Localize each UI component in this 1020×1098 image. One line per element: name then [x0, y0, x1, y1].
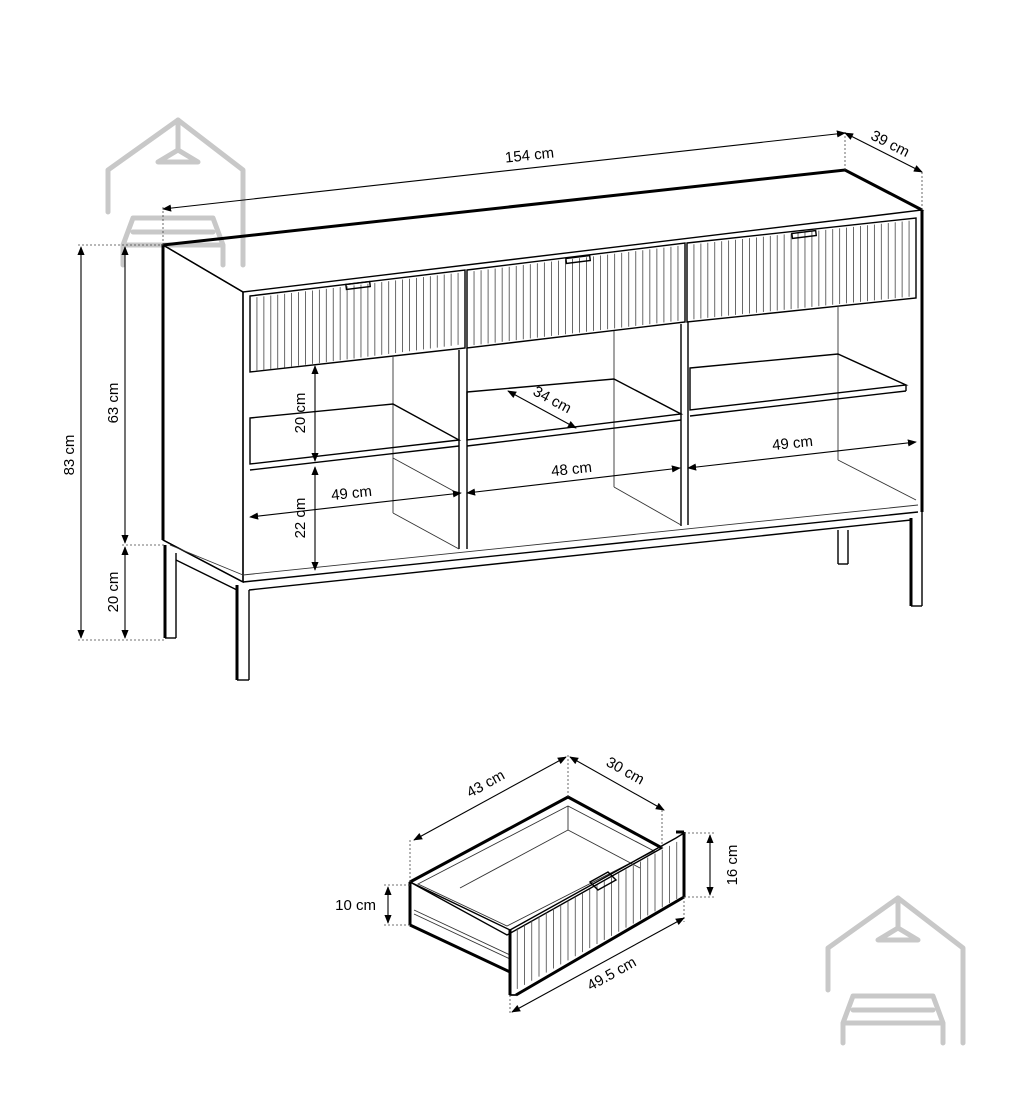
cabinet-top-front-edge — [162, 168, 923, 247]
sideboard-drawing — [160, 168, 925, 681]
shelf-middle — [466, 378, 684, 441]
dim-body-height-label: 63 cm — [105, 383, 122, 424]
house-with-sofa-icon — [825, 895, 966, 1046]
dim-drawer-front-width-label: 49.5 cm — [584, 954, 639, 995]
dim-shelf-depth-label: 34 cm — [530, 383, 574, 417]
shelf-right — [689, 353, 909, 411]
drawer-dimensions: 43 cm 30 cm 10 cm 16 cm 49.5 cm — [335, 754, 741, 1015]
dim-drawer-front-height-label: 16 cm — [724, 845, 741, 886]
drawer-grooves — [256, 220, 910, 372]
drawer-handle-right — [791, 229, 818, 240]
drawer-side — [409, 880, 511, 974]
dim-drawer-width-label: 43 cm — [464, 767, 508, 802]
dim-width-label: 154 cm — [504, 144, 555, 166]
dim-leg-height-label: 20 cm — [105, 572, 122, 613]
drawer-front-middle — [466, 242, 686, 349]
drawer-front-right — [686, 217, 917, 323]
drawer-handle — [588, 871, 618, 891]
dim-drawer-box-height-label: 10 cm — [335, 897, 376, 914]
drawer-front-left — [249, 269, 466, 373]
cabinet-left-side — [162, 243, 244, 584]
dim-left-compartment-width-label: 49 cm — [330, 483, 372, 504]
dim-lower-shelf-height-label: 22 cm — [292, 498, 309, 539]
shelf-left — [249, 403, 462, 465]
dim-right-compartment-width-label: 49 cm — [771, 433, 813, 454]
drawer-drawing — [408, 795, 686, 997]
dim-total-height-label: 83 cm — [61, 435, 78, 476]
cabinet-dimensions: 154 cm 39 cm 83 cm 63 cm 20 cm 20 cm 22 … — [61, 127, 923, 641]
dim-upper-shelf-height-label: 20 cm — [292, 393, 309, 434]
drawer-handle-middle — [565, 254, 592, 265]
drawer-handle-left — [345, 280, 372, 291]
dim-drawer-depth-label: 30 cm — [603, 754, 647, 789]
dim-middle-compartment-width-label: 48 cm — [550, 459, 592, 480]
